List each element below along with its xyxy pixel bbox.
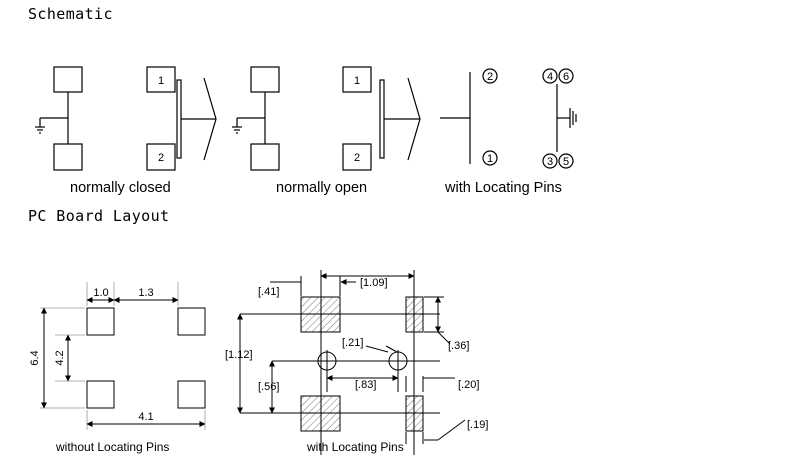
dim-36: [.36] — [448, 340, 469, 352]
dim-top-b: 1.3 — [138, 287, 153, 299]
pin-marker-circle — [482, 68, 498, 84]
dim-19: [.19] — [467, 419, 488, 431]
dim-41: [.41] — [258, 286, 279, 298]
dim-height-inner: 4.2 — [54, 350, 66, 365]
pc-board-layout-title: PC Board Layout — [28, 207, 170, 225]
lp-pin-6: 6 — [563, 71, 569, 83]
dim-width: 4.1 — [138, 411, 153, 423]
nc-switch-symbol-left — [35, 66, 83, 171]
lp-pin-5: 5 — [563, 156, 569, 168]
nc-switch-symbol — [146, 66, 217, 171]
solder-pad — [177, 307, 206, 336]
pin-marker-circle — [558, 153, 574, 169]
solder-pad — [86, 380, 115, 409]
dim-21: [.21] — [342, 337, 363, 349]
dim-height-outer: 6.4 — [29, 350, 41, 365]
lp-pin-2: 2 — [487, 71, 493, 83]
dim-top-a: 1.0 — [93, 287, 108, 299]
no-pin-top-number: 1 — [354, 75, 360, 87]
no-switch-symbol-left — [232, 66, 280, 171]
pin-marker-circle — [558, 68, 574, 84]
nc-pin-bottom-number: 2 — [158, 152, 164, 164]
solder-pad — [177, 380, 206, 409]
lp-pin-3: 3 — [547, 156, 553, 168]
pin-marker-circle — [482, 150, 498, 166]
lp-pin-4: 4 — [547, 71, 553, 83]
without-locating-pins-caption: without Locating Pins — [55, 440, 169, 454]
dim-56: [.56] — [258, 381, 279, 393]
no-pin-bottom-number: 2 — [354, 152, 360, 164]
dim-109: [1.09] — [360, 277, 388, 289]
layout-without-pins — [40, 282, 206, 430]
pin-marker-circle — [542, 68, 558, 84]
schematic-title: Schematic — [28, 5, 113, 23]
nc-pin-top-number: 1 — [158, 75, 164, 87]
dim-83: [.83] — [355, 379, 376, 391]
dim-20: [.20] — [458, 379, 479, 391]
solder-pad — [86, 307, 115, 336]
with-locating-pins-caption: with Locating Pins — [306, 440, 404, 454]
pin-marker-circle — [542, 153, 558, 169]
with-locating-pins-label: with Locating Pins — [444, 180, 562, 196]
lp-switch-symbol — [440, 68, 577, 169]
lp-pin-1: 1 — [487, 153, 493, 165]
dim-112: [1.12] — [225, 349, 253, 361]
normally-closed-label: normally closed — [70, 180, 171, 196]
no-switch-symbol — [342, 66, 421, 171]
normally-open-label: normally open — [276, 180, 367, 196]
layout-with-pins — [237, 270, 466, 455]
